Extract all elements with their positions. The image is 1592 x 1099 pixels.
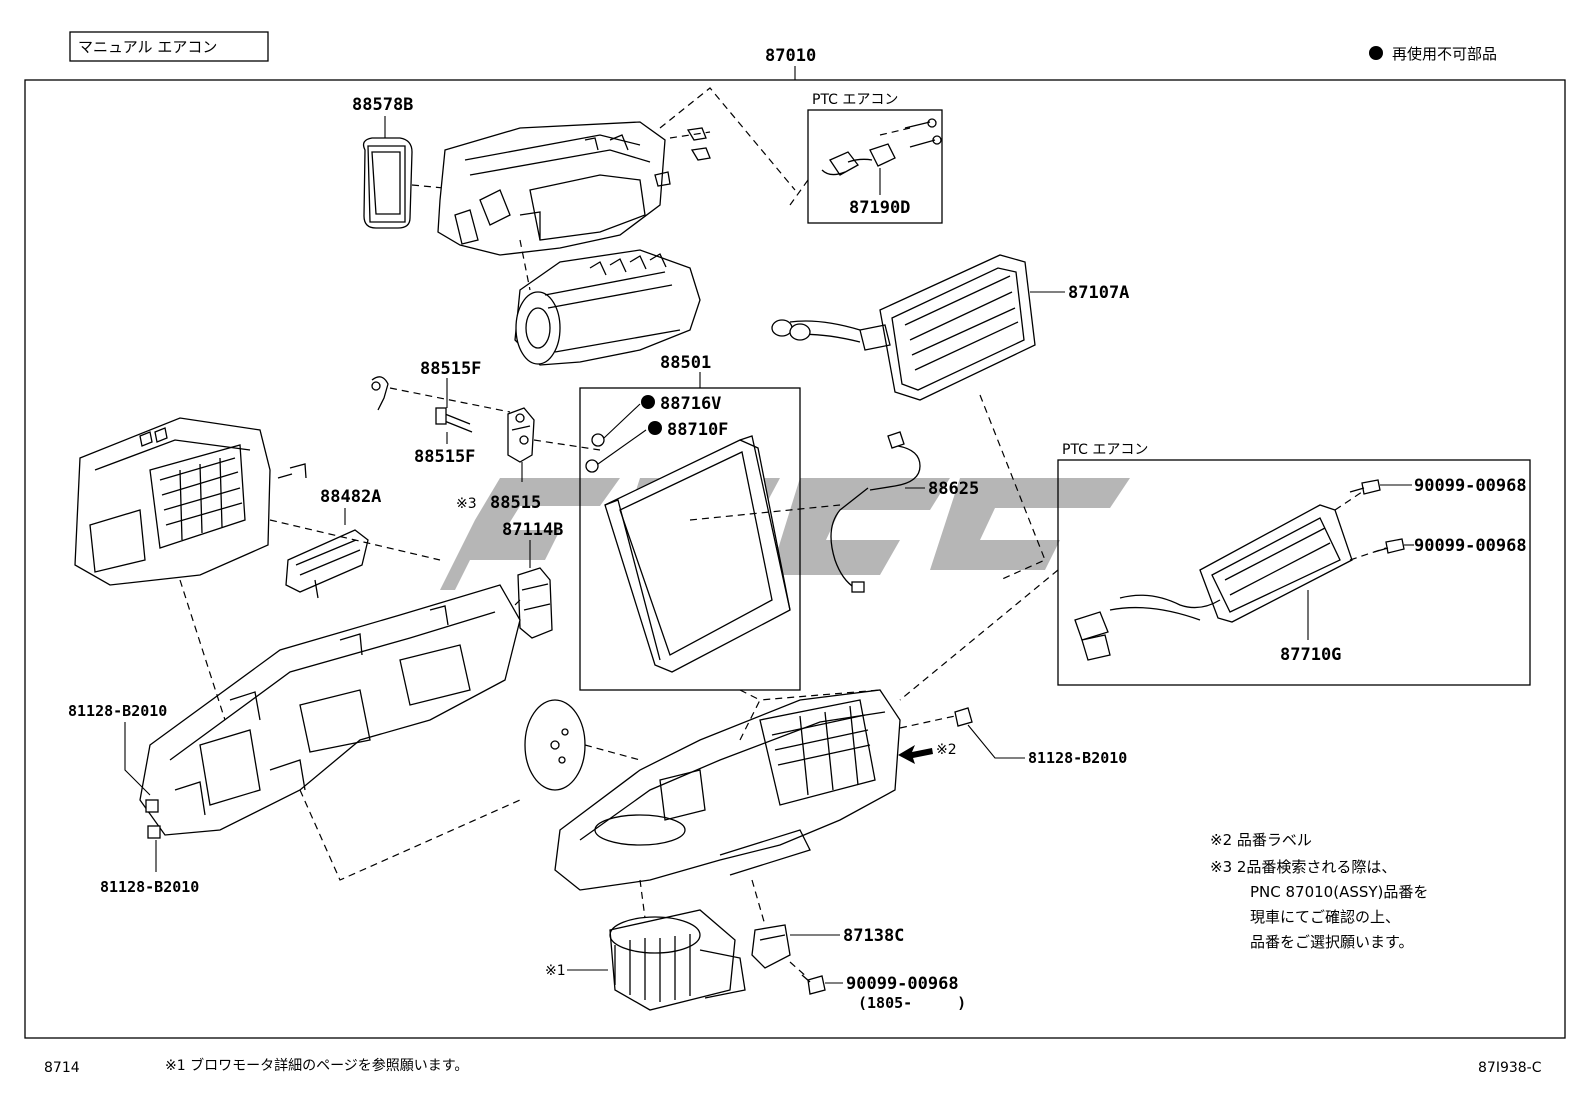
note-2: ※2 品番ラベル <box>1210 831 1312 849</box>
label-90099-c-date: (1805- ) <box>858 994 966 1012</box>
label-81128-right[interactable]: 81128-B2010 <box>1028 749 1127 767</box>
clip-3 <box>654 171 671 187</box>
mark-2: ※2 <box>936 742 957 758</box>
note-3-line-4: 品番をご選択願います。 <box>1250 933 1414 951</box>
title-text: マニュアル エアコン <box>78 38 217 56</box>
label-88482A[interactable]: 88482A <box>320 487 381 507</box>
title-box <box>69 31 269 62</box>
label-88578B[interactable]: 88578B <box>352 95 413 115</box>
legend-dot-icon <box>1369 46 1383 60</box>
o-ring-88716V <box>591 433 605 447</box>
label-88515F-top[interactable]: 88515F <box>420 359 481 379</box>
clip-2 <box>690 147 711 161</box>
motor-87114B <box>517 567 553 639</box>
upper-case <box>437 121 666 256</box>
clip-81128-right <box>954 707 973 727</box>
bolt-88515F <box>435 407 473 433</box>
legend-text: 再使用不可部品 <box>1392 45 1497 63</box>
o-ring-88710F <box>585 459 599 473</box>
footer-note-1: ※1 ブロワモータ詳細のページを参照願います。 <box>165 1057 468 1074</box>
label-90099-a[interactable]: 90099-00968 <box>1414 476 1527 496</box>
clip-81128-left-2 <box>147 825 161 839</box>
note-3-line-2: PNC 87010(ASSY)品番を <box>1250 883 1428 901</box>
clip-1 <box>686 127 707 141</box>
label-90099-c[interactable]: 90099-00968 <box>846 974 959 994</box>
ptc-right-box <box>1057 459 1531 686</box>
label-81128-left-bottom[interactable]: 81128-B2010 <box>100 878 199 896</box>
label-88625[interactable]: 88625 <box>928 479 979 499</box>
case-lower-left <box>139 584 521 836</box>
mark-1: ※1 <box>545 963 566 979</box>
label-87114B[interactable]: 87114B <box>502 520 563 540</box>
screw-90099-c <box>801 974 826 995</box>
screw-90099-a <box>1349 479 1381 495</box>
note-3-line-3: 現車にてご確認の上、 <box>1250 908 1400 926</box>
mark-3-label: ※3 <box>456 496 477 512</box>
damper-88482A <box>285 529 369 599</box>
nonreusable-dot-icon <box>648 421 662 435</box>
housing-upper-left <box>74 417 271 586</box>
resistor-87138C <box>751 924 791 969</box>
note-3-line-1: ※3 2品番検索される際は、 <box>1210 858 1396 876</box>
label-87710G[interactable]: 87710G <box>1280 645 1341 665</box>
evaporator-box <box>579 387 801 691</box>
arrow-label-icon <box>898 745 933 764</box>
blower-motor <box>609 909 746 1011</box>
expansion-valve-88515 <box>507 407 535 463</box>
case-lower-right <box>554 689 901 891</box>
label-87190D[interactable]: 87190D <box>849 198 910 218</box>
label-88716V[interactable]: 88716V <box>660 394 721 414</box>
ptc-top-label: PTC エアコン <box>812 92 898 108</box>
seal-ring-88578B <box>362 137 413 229</box>
evaporator-88501 <box>604 435 841 673</box>
label-81128-left-top[interactable]: 81128-B2010 <box>68 702 167 720</box>
label-88710F[interactable]: 88710F <box>667 420 728 440</box>
ptc-top-box <box>807 109 943 224</box>
heater-core-87107A <box>771 254 1036 401</box>
label-87107A[interactable]: 87107A <box>1068 283 1129 303</box>
ptc-right-label: PTC エアコン <box>1062 442 1148 458</box>
clip-88515F-upper <box>371 376 389 411</box>
footer-page-code: 8714 <box>44 1060 80 1076</box>
label-87138C[interactable]: 87138C <box>843 926 904 946</box>
sensor-88625 <box>830 431 921 593</box>
harness-87190D <box>821 118 942 176</box>
label-88515[interactable]: 88515 <box>490 493 541 513</box>
label-90099-b[interactable]: 90099-00968 <box>1414 536 1527 556</box>
label-88515F-bottom[interactable]: 88515F <box>414 447 475 467</box>
main-frame <box>24 79 1566 1039</box>
assembly-part-number[interactable]: 87010 <box>765 46 816 66</box>
round-cover <box>524 699 586 791</box>
label-88501[interactable]: 88501 <box>660 353 711 373</box>
small-clip-left <box>277 463 307 479</box>
footer-figure-id: 87I938-C <box>1478 1060 1542 1076</box>
blower-housing <box>514 249 701 366</box>
nonreusable-dot-icon <box>641 395 655 409</box>
ptc-heater-87710G <box>1074 504 1353 661</box>
clip-81128-left-1 <box>145 799 159 813</box>
